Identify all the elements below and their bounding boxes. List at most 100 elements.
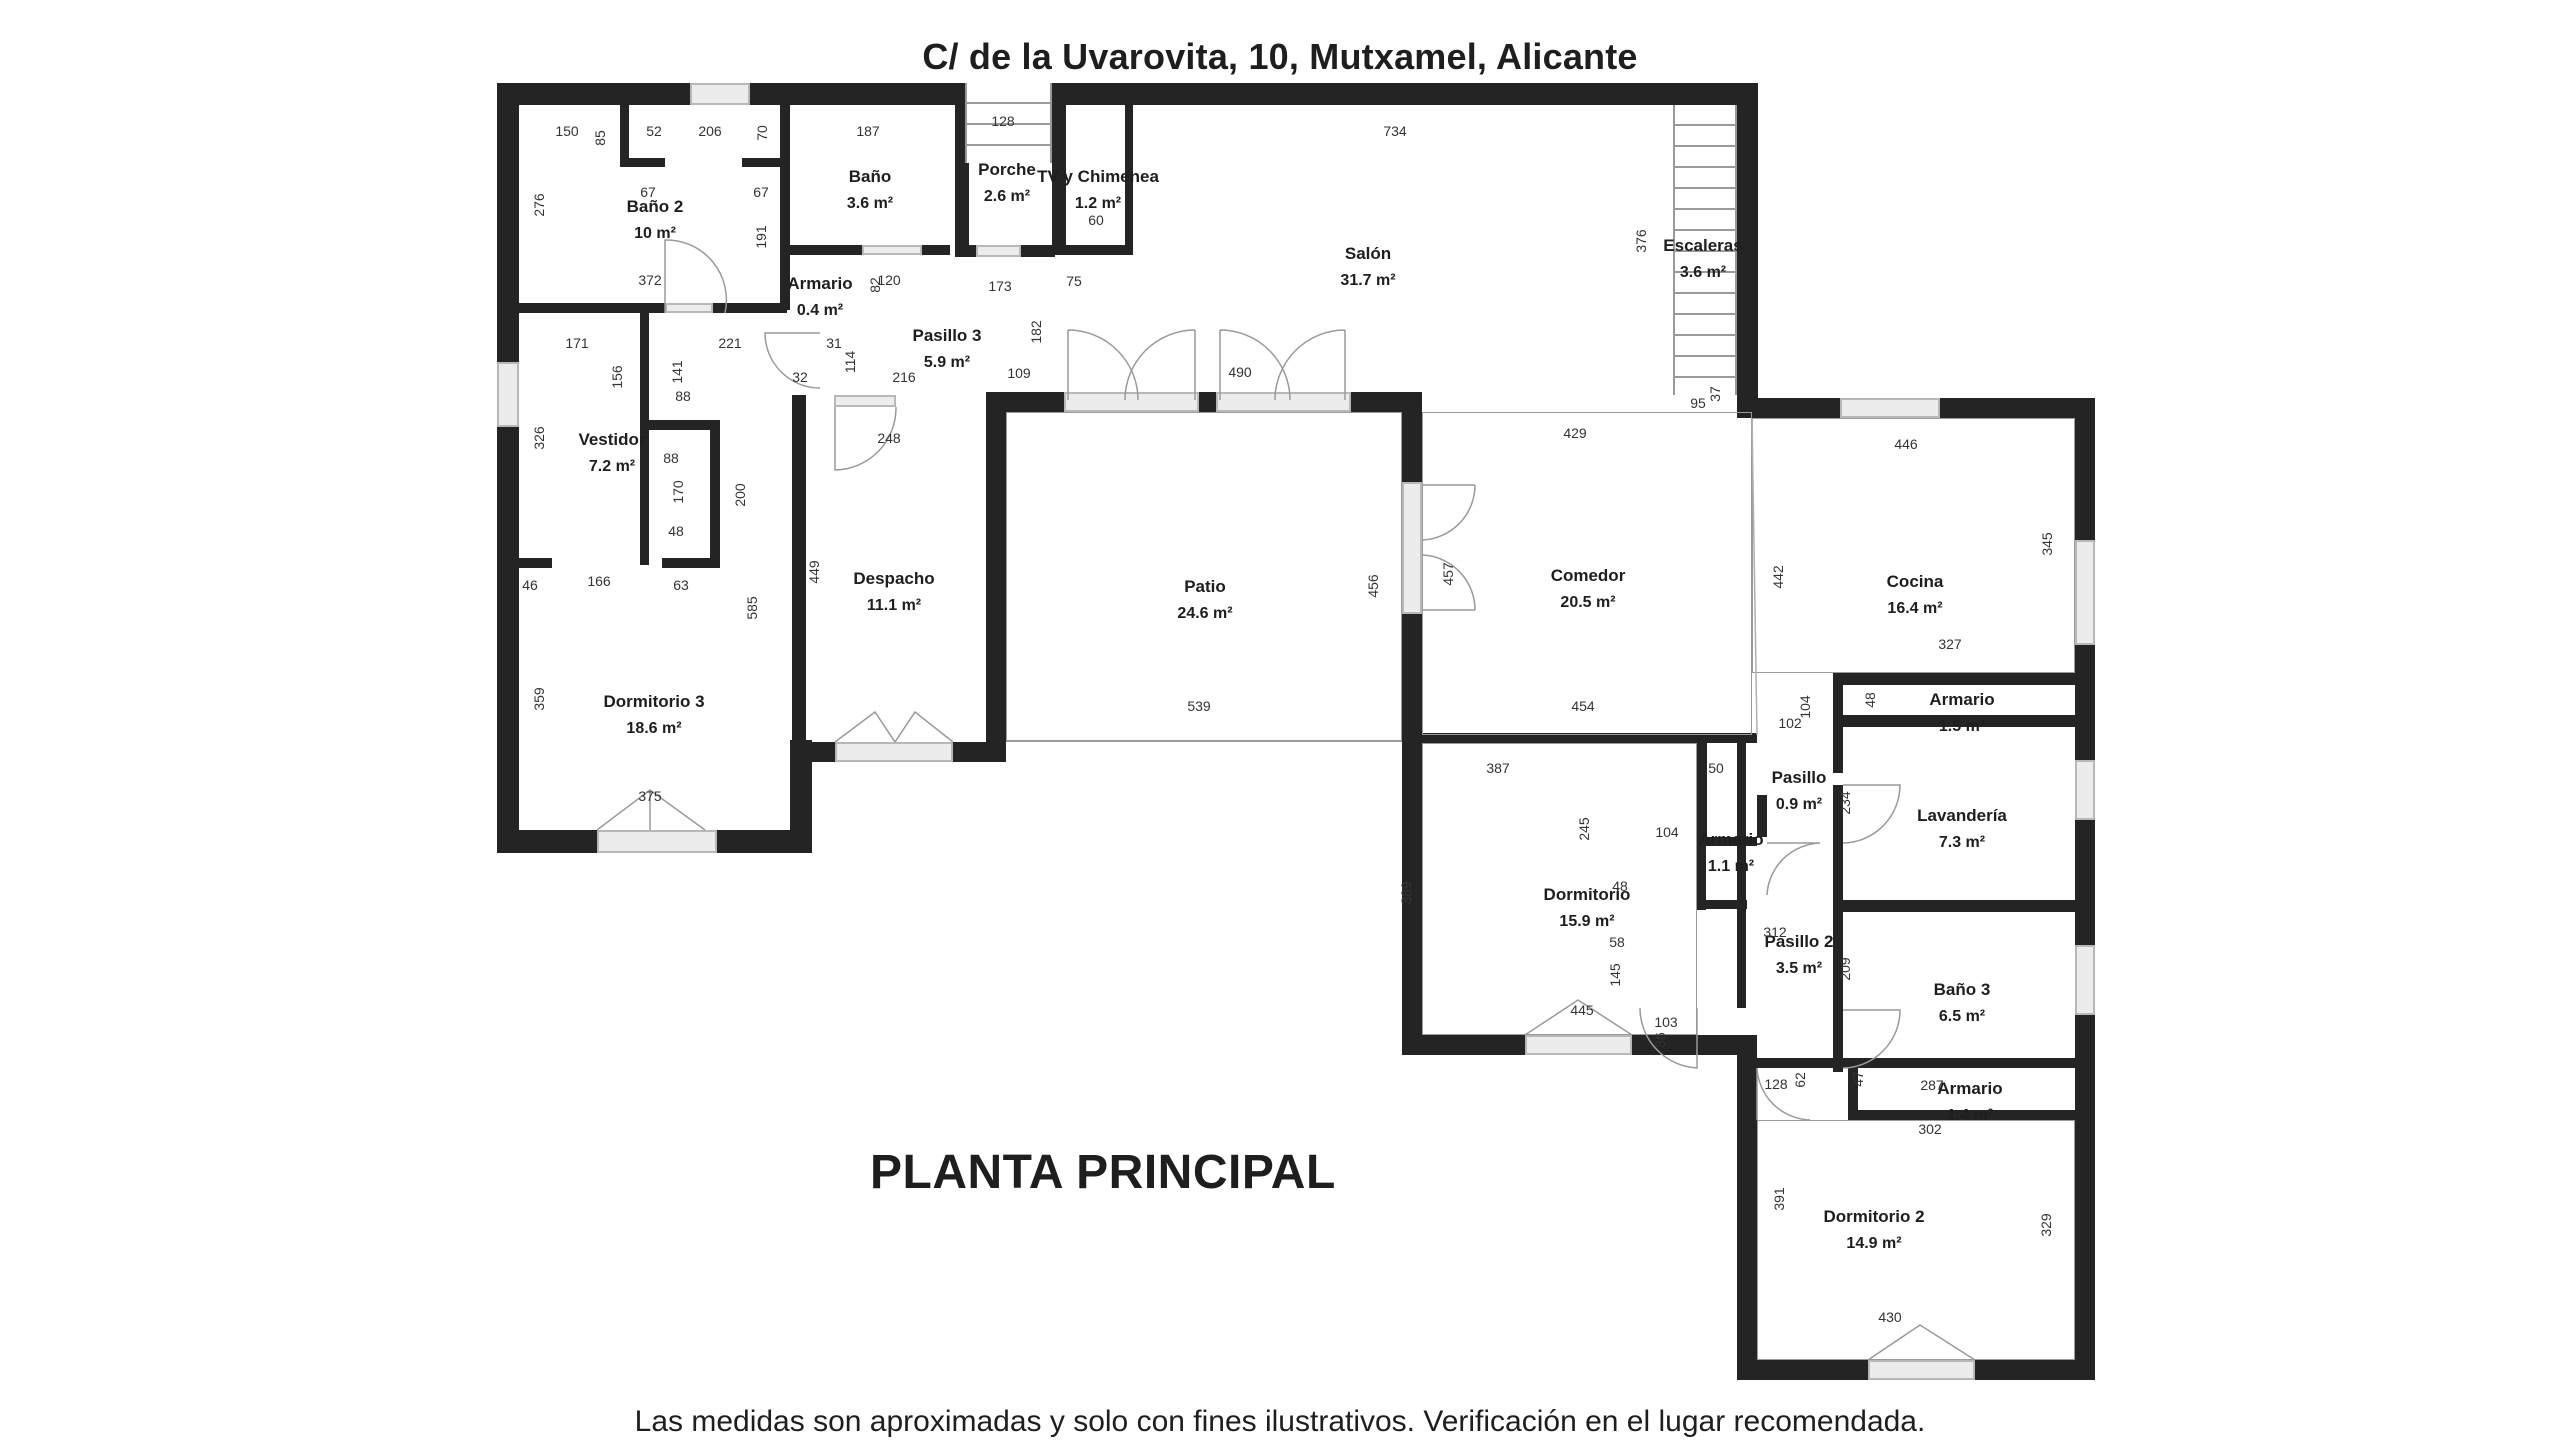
room-area: 0.4 m² [796,302,844,319]
room-label: Baño 2 10 m² [627,197,684,243]
room-name: Vestidor [578,430,646,449]
window [1525,1035,1632,1055]
window [2075,760,2095,820]
dimension-label: 490 [1228,364,1252,380]
dimension-label: 429 [1563,425,1587,441]
dimension-label: 206 [698,123,722,139]
window [834,395,896,407]
wall [1422,733,1757,743]
dimension-label: 329 [2038,1213,2054,1237]
room-area: 16.4 m² [1887,600,1943,617]
dimension-label: 173 [988,278,1012,294]
dimension-label: 70 [754,125,770,141]
room-label: Patio 24.6 m² [1177,577,1232,623]
room-outline [1752,418,2075,673]
dimension-label: 326 [531,426,547,450]
dimension-label: 216 [892,369,916,385]
room-area: 7.2 m² [588,458,636,475]
dimension-label: 103 [1654,1014,1678,1030]
window [597,830,717,853]
room-outline [1006,412,1402,742]
room-area: 7.3 m² [1938,834,1986,851]
dimension-label: 120 [877,272,901,288]
dimension-label: 457 [1440,562,1456,586]
room-area: 15.9 m² [1559,913,1615,930]
window [1868,1360,1975,1380]
wall [742,158,782,167]
dimension-label: 104 [1655,824,1679,840]
dimension-label: 85 [592,130,608,146]
window [690,83,750,105]
room-area: 1.1 m² [1707,858,1755,875]
dimension-label: 221 [718,335,742,351]
dimension-label: 234 [1837,791,1853,815]
wall [1052,105,1066,255]
room-name: Lavandería [1917,806,2007,825]
wall [790,740,812,853]
wall [1737,1035,1757,1380]
dimension-label: 287 [1920,1077,1944,1093]
dimension-label: 109 [1007,365,1031,381]
room-name: Patio [1184,577,1226,596]
window [862,245,922,255]
dimension-label: 141 [669,360,685,384]
dimension-label: 191 [753,225,769,249]
dimension-label: 114 [842,350,858,374]
room-name: Pasillo 2 [1764,932,1834,951]
dimension-label: 387 [1486,760,1510,776]
room-area: 5.9 m² [923,354,971,371]
room-name: Armario [1929,690,1995,709]
room-area: 3.6 m² [846,195,894,212]
wall [1848,1068,1858,1118]
room-name: Pasillo 3 [912,326,982,345]
dimension-label: 446 [1894,436,1918,452]
room-area: 0.9 m² [1775,796,1823,813]
room-area: 31.7 m² [1340,272,1396,289]
room-area: 11.1 m² [866,597,922,614]
wall [986,410,1006,762]
dimension-label: 67 [753,184,769,200]
dimension-label: 102 [1778,715,1802,731]
room-name: Baño 3 [1933,980,1991,999]
room-area: 1.5 m² [1938,718,1986,735]
room-outline [1422,412,1752,735]
window [2075,540,2095,645]
dimension-label: 389 [1398,881,1414,905]
room-name: Armario [1937,1079,2003,1098]
wall [640,313,649,565]
dimension-label: 48 [1862,692,1878,708]
wall [1757,795,1767,837]
room-area: 10 m² [634,225,676,242]
window [1216,392,1351,412]
dimension-label: 75 [1066,273,1082,289]
dimension-label: 58 [1609,934,1625,950]
window [835,742,953,762]
room-name: Baño 2 [626,197,684,216]
room-area: 24.6 m² [1177,605,1233,622]
dimension-label: 182 [1028,320,1044,344]
dimension-label: 276 [531,193,547,217]
dimension-label: 345 [2039,532,2055,556]
dimension-label: 372 [638,272,662,288]
dimension-label: 327 [1938,636,1962,652]
dimension-label: 88 [663,450,679,466]
wall [1833,673,2095,685]
window [2075,945,2095,1015]
dimension-label: 128 [1764,1076,1788,1092]
wall [1848,1110,2075,1120]
dimension-label: 156 [609,365,625,389]
room-outline [1757,1120,2075,1360]
dimension-label: 585 [744,596,760,620]
wall [1737,83,1758,413]
dimension-label: 734 [1383,123,1407,139]
dimension-label: 48 [668,523,684,539]
